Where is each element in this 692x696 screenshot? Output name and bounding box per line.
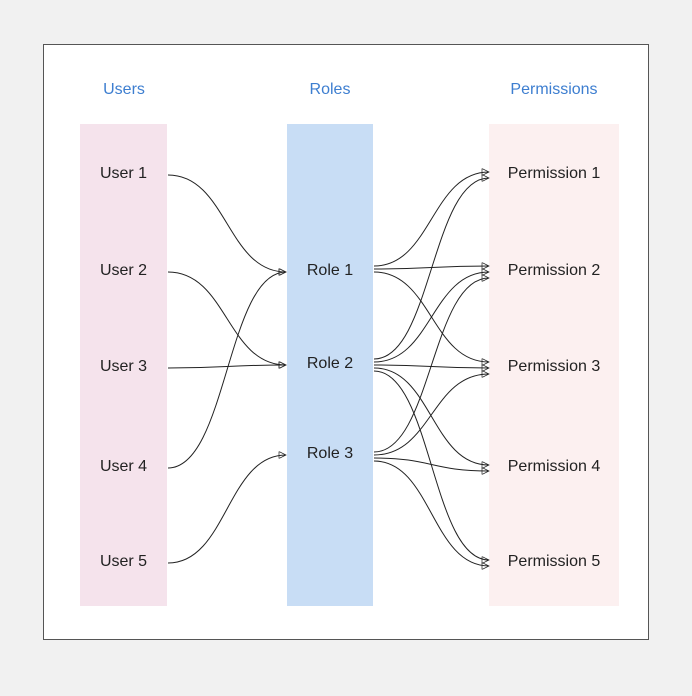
users-lane xyxy=(80,124,167,606)
role-node-1: Role 1 xyxy=(306,262,354,279)
role-permission-edge xyxy=(373,278,489,453)
permission-node-2: Permission 2 xyxy=(507,262,601,279)
role-permission-edge xyxy=(373,457,489,471)
permission-node-4: Permission 4 xyxy=(507,458,601,475)
permission-node-1: Permission 1 xyxy=(507,165,601,182)
role-permission-edge xyxy=(373,460,489,566)
role-permission-edge xyxy=(373,272,489,363)
role-permission-edge xyxy=(373,178,489,360)
user-node-3: User 3 xyxy=(99,358,148,375)
users-header: Users xyxy=(103,81,145,98)
roles-header: Roles xyxy=(309,81,351,98)
user-node-1: User 1 xyxy=(99,165,148,182)
user-node-4: User 4 xyxy=(99,458,148,475)
role-permission-edge xyxy=(373,367,489,465)
role-permission-edge xyxy=(373,374,489,456)
roles-lane xyxy=(287,124,373,606)
user-role-edge xyxy=(167,455,286,564)
permission-node-3: Permission 3 xyxy=(507,358,601,375)
user-node-2: User 2 xyxy=(99,262,148,279)
user-role-edge xyxy=(167,365,286,368)
role-node-3: Role 3 xyxy=(306,445,354,462)
role-permission-edge xyxy=(373,370,489,560)
user-role-edge xyxy=(167,272,286,469)
role-node-2: Role 2 xyxy=(306,355,354,372)
user-node-5: User 5 xyxy=(99,553,148,570)
permission-node-5: Permission 5 xyxy=(507,553,601,570)
role-permission-edge xyxy=(373,172,489,267)
user-role-edge xyxy=(167,174,286,272)
user-role-edge xyxy=(167,271,286,365)
permissions-lane xyxy=(489,124,619,606)
permissions-header: Permissions xyxy=(510,81,598,98)
